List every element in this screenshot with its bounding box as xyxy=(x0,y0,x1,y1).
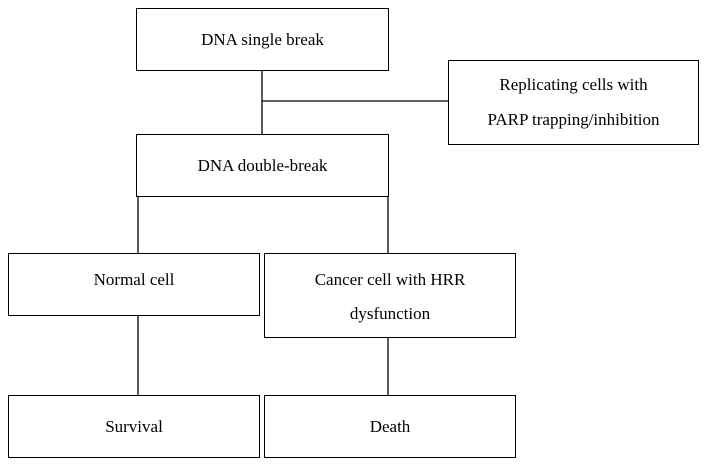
node-label-line-1: Replicating cells with xyxy=(499,75,648,94)
node-dna-double-break: DNA double-break xyxy=(136,134,389,197)
node-label: Survival xyxy=(105,416,163,436)
node-dna-single-break: DNA single break xyxy=(136,8,389,71)
node-cancer-cell-hrr-dysfunction: Cancer cell with HRR dysfunction xyxy=(264,253,516,338)
node-label: Death xyxy=(369,416,411,436)
node-survival: Survival xyxy=(8,395,260,458)
node-parp-trapping-inhibition: Replicating cells with PARP trapping/inh… xyxy=(448,60,699,145)
node-label: DNA single break xyxy=(201,29,324,49)
node-label-line-2: PARP trapping/inhibition xyxy=(487,110,660,129)
node-label-line-1: Cancer cell with HRR xyxy=(314,270,466,289)
node-label: Normal cell xyxy=(93,270,175,289)
node-death: Death xyxy=(264,395,516,458)
node-normal-cell: Normal cell xyxy=(8,253,260,316)
node-label: DNA double-break xyxy=(197,155,328,175)
node-label-line-2: dysfunction xyxy=(349,304,431,323)
